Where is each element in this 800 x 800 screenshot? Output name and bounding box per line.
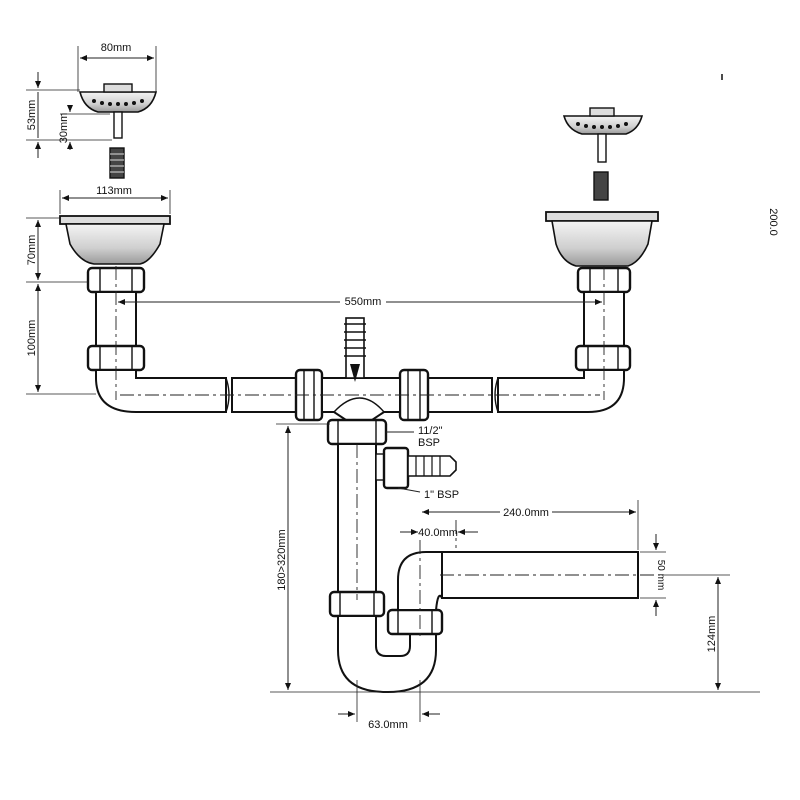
left-basket-waste [59,215,171,372]
connection-labels: 11/2" BSP 1" BSP [418,425,459,501]
label-strainer-stem: 30mm [58,113,70,144]
label-tail-length: 100mm [26,320,38,357]
right-basket-waste [545,211,659,372]
label-outlet-diameter: 50 mm [655,560,666,591]
label-outlet-height: 124mm [706,616,718,653]
label-spigot-thread: 1" BSP [424,489,459,501]
label-bowl-depth: 70mm [26,235,38,266]
label-inlet-thread-size: 11/2" [418,425,443,437]
label-bowl-diameter: 113mm [96,185,132,197]
label-outlet-offset: 40.0mm [418,527,458,539]
central-tee [294,317,430,422]
center-lines [115,266,660,640]
dimension-labels: 80mm 53mm 30mm 113mm 70mm 100mm 550mm 18… [26,40,779,731]
label-outlet-length: 240.0mm [503,507,549,519]
left-strainer-plug [78,83,158,179]
label-side-cut: 200.0 [767,208,779,236]
label-inlet-thread-type: BSP [418,437,440,449]
trap-body [326,418,639,693]
label-strainer-height: 53mm [26,100,38,131]
dimension-lines [26,46,760,722]
label-trap-width: 63.0mm [368,719,408,731]
label-strainer-diameter: 80mm [101,42,132,54]
right-strainer-plug [562,107,644,201]
label-trap-height-range: 180>320mm [276,529,288,590]
label-bowl-spacing: 550mm [345,296,382,308]
